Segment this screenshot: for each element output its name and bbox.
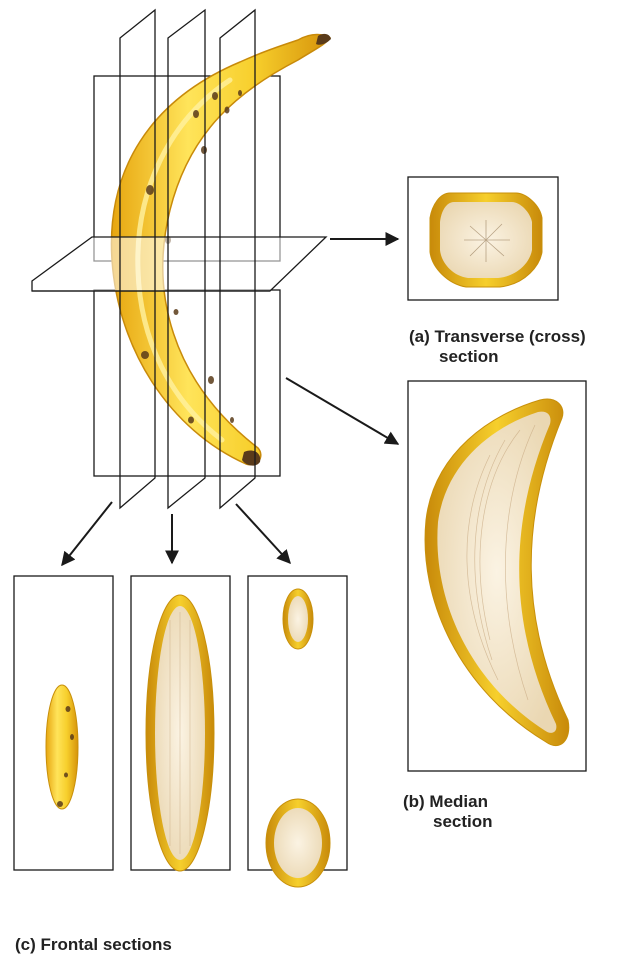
caption-transverse: (a) Transverse (cross) section	[409, 327, 586, 367]
frontal-slice-right-top-flesh	[288, 596, 308, 642]
caption-transverse-line1: (a) Transverse (cross)	[409, 327, 586, 346]
median-section-panel	[408, 381, 586, 771]
transverse-section-panel	[408, 177, 558, 300]
banana-illustration	[32, 10, 331, 508]
frontal-slice-right-bottom-flesh	[274, 808, 322, 878]
arrow-to-frontal-left	[62, 502, 112, 565]
transverse-plane	[32, 237, 326, 291]
arrow-to-median	[286, 378, 398, 444]
arrow-to-frontal-right	[236, 504, 290, 563]
caption-median-line1: (b) Median	[403, 792, 488, 811]
caption-median-line2: section	[403, 812, 493, 832]
caption-frontal-line1: (c) Frontal sections	[15, 935, 172, 954]
frontal-sections	[14, 576, 347, 887]
frontal-slice-left-peel	[46, 685, 78, 809]
caption-transverse-line2: section	[409, 347, 586, 367]
caption-frontal: (c) Frontal sections	[15, 935, 172, 955]
caption-median: (b) Median section	[403, 792, 493, 832]
